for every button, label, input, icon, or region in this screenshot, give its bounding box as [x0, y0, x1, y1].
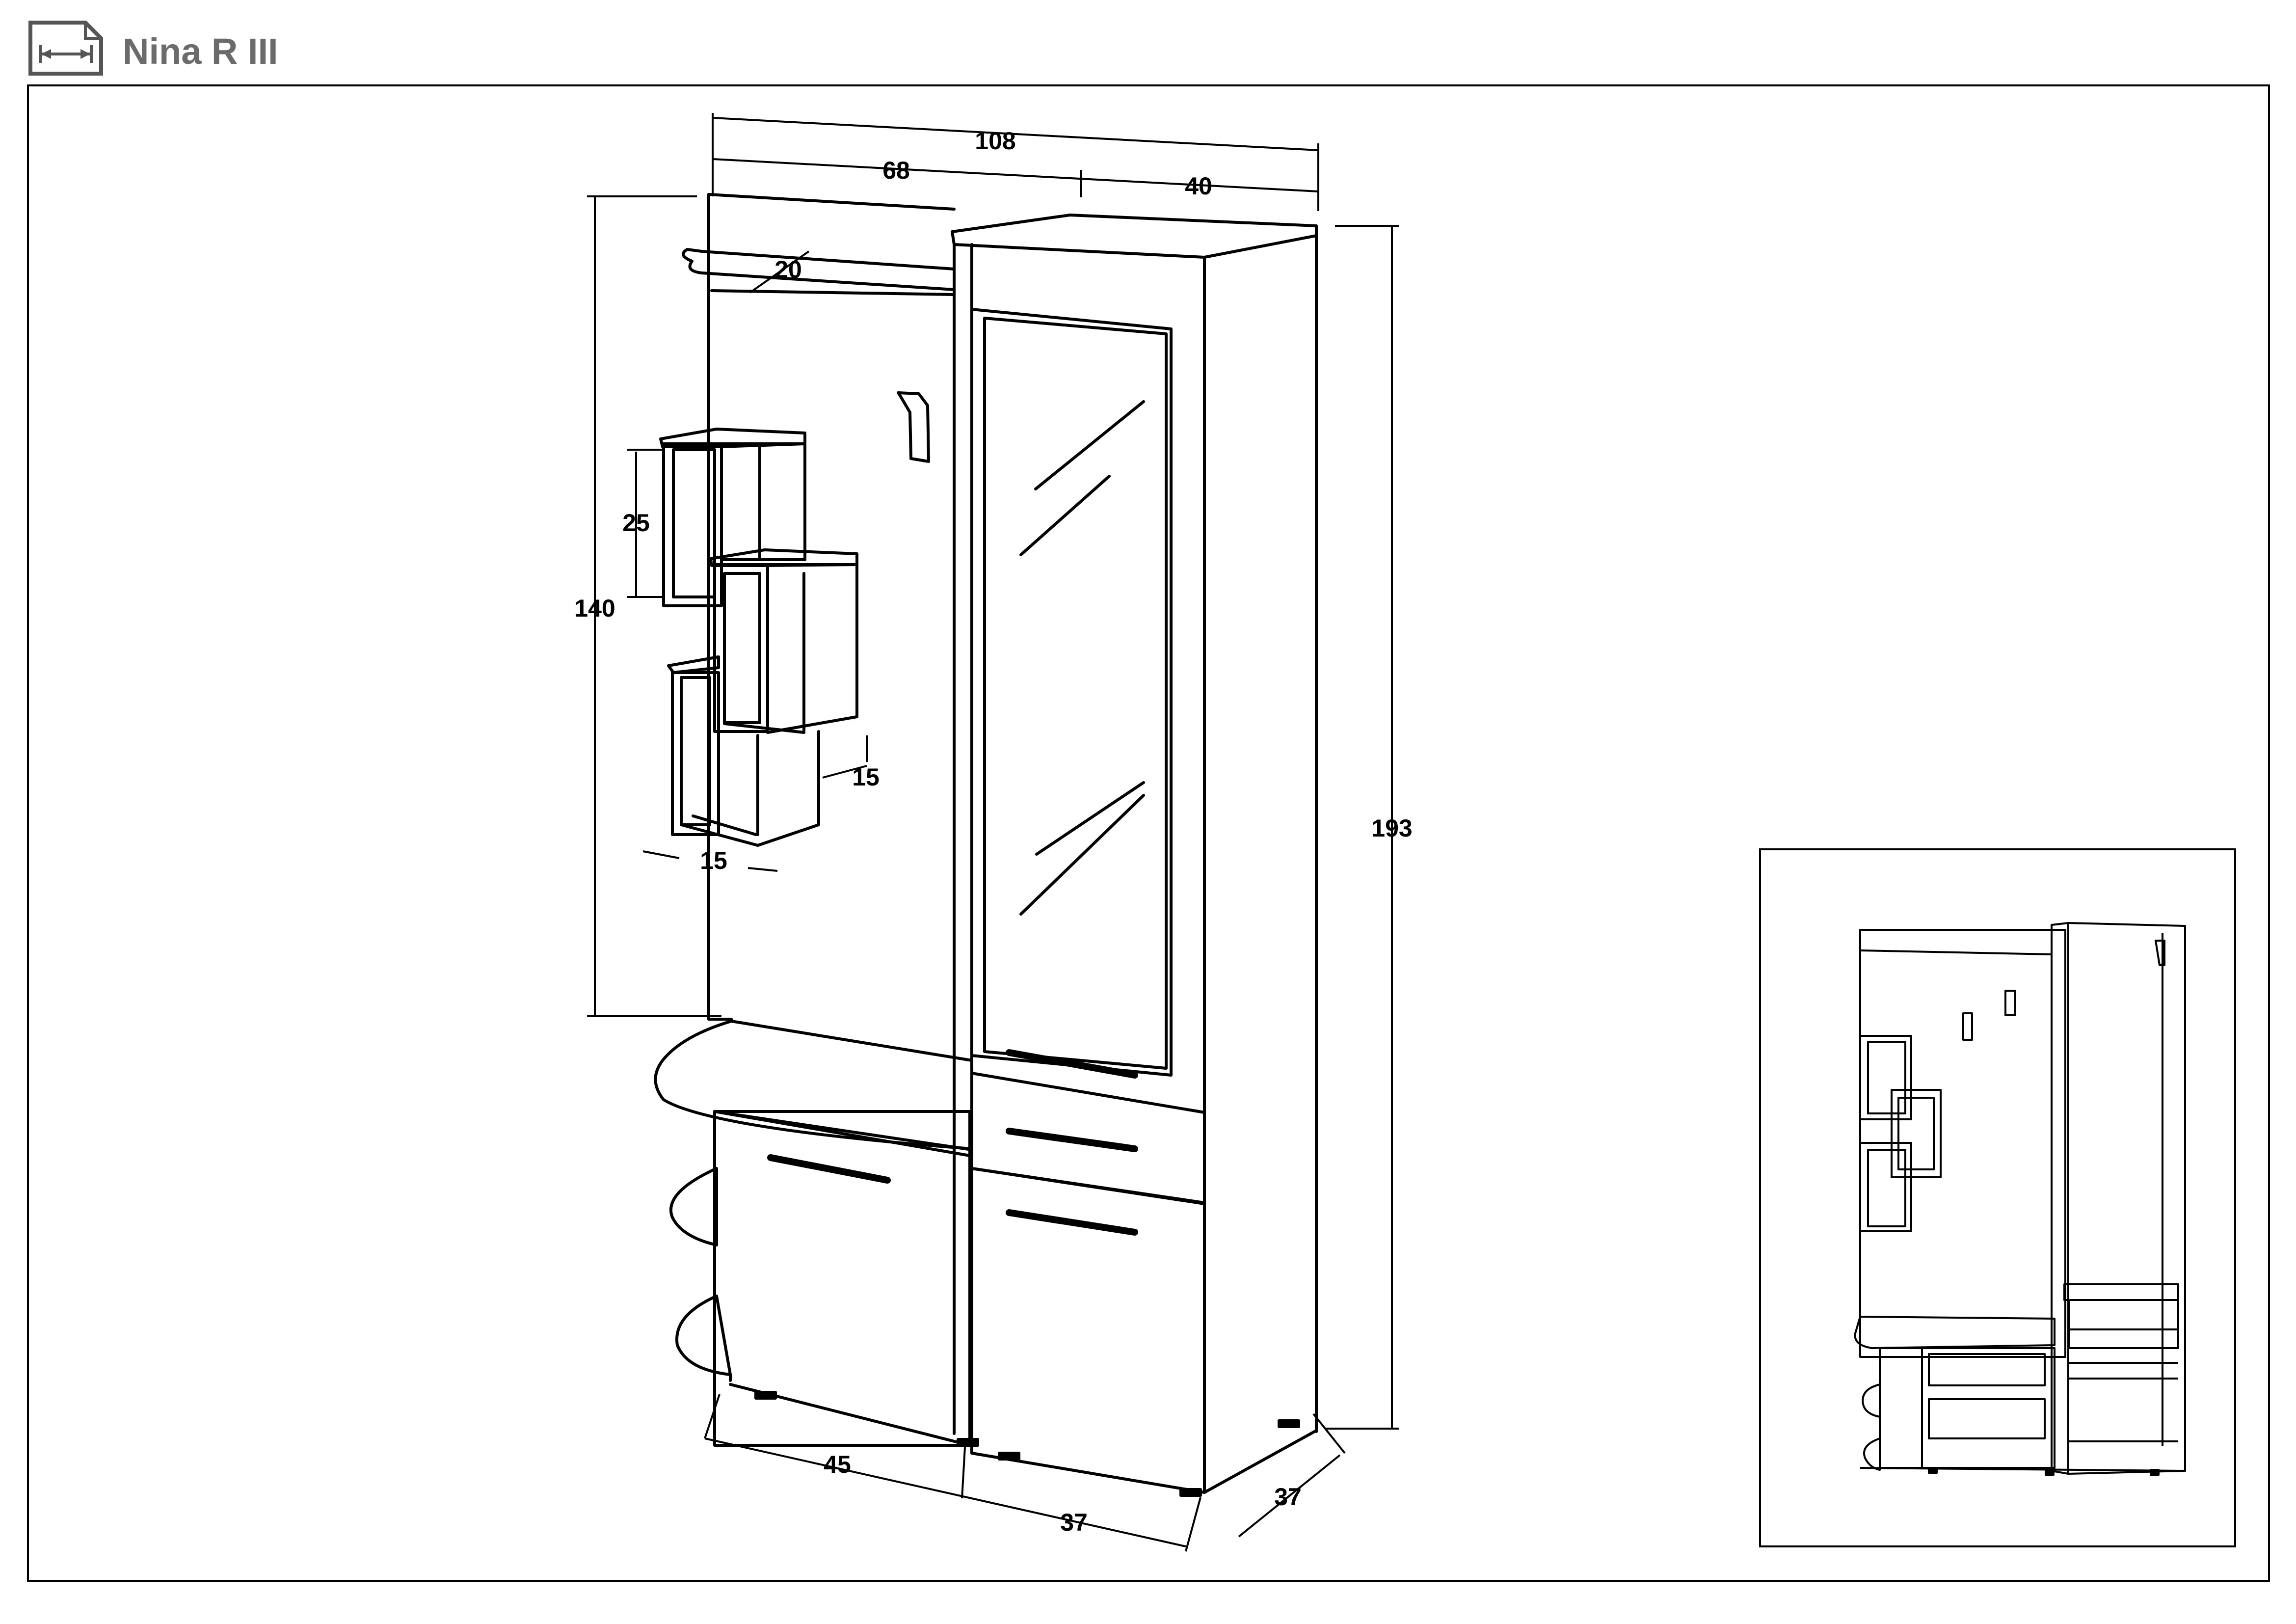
- round-shelf-2: [675, 1295, 732, 1376]
- dim-shelf-depth: 20: [774, 256, 802, 283]
- main-frame: [27, 84, 2270, 1582]
- left-door-handle: [767, 1154, 891, 1184]
- drawer-handle: [1006, 1128, 1138, 1152]
- right-door: [970, 1167, 1206, 1494]
- mirror-door: [970, 308, 1173, 1077]
- left-door: [713, 1110, 971, 1447]
- mirror-door-handle: [1006, 1049, 1138, 1079]
- top-shelf: [682, 248, 956, 291]
- header: Nina R III: [27, 19, 714, 78]
- dim-box-height: 25: [622, 509, 650, 537]
- dim-cabinet-depth: 37: [1274, 1483, 1302, 1511]
- dim-right-width: 40: [1185, 172, 1212, 200]
- dim-box-depth: 15: [852, 763, 880, 791]
- dim-total-height: 193: [1371, 814, 1412, 842]
- round-shelf-1: [669, 1167, 718, 1246]
- dim-overall-width: 108: [975, 127, 1015, 155]
- inset-view: [1759, 848, 2236, 1547]
- dim-bottom-left-width: 45: [824, 1451, 851, 1478]
- furniture-drawing: [654, 193, 1318, 1497]
- page-title: Nina R III: [123, 31, 278, 72]
- dim-panel-height: 140: [574, 595, 615, 622]
- dimension-lines: [587, 113, 1399, 1552]
- cabinet-top: [951, 214, 1318, 259]
- dim-bottom-right-width: 37: [1060, 1509, 1088, 1536]
- right-door-handle: [1006, 1209, 1138, 1236]
- box-shelves: [659, 428, 858, 847]
- drawer: [970, 1072, 1206, 1204]
- dimensions-icon: [28, 21, 103, 76]
- bench-top: [654, 1020, 973, 1150]
- hook: [897, 391, 930, 463]
- back-panel: [707, 193, 733, 1023]
- dim-left-width: 68: [882, 157, 910, 184]
- inset-frame: [1759, 848, 2236, 1547]
- dim-box-width: 15: [700, 847, 727, 874]
